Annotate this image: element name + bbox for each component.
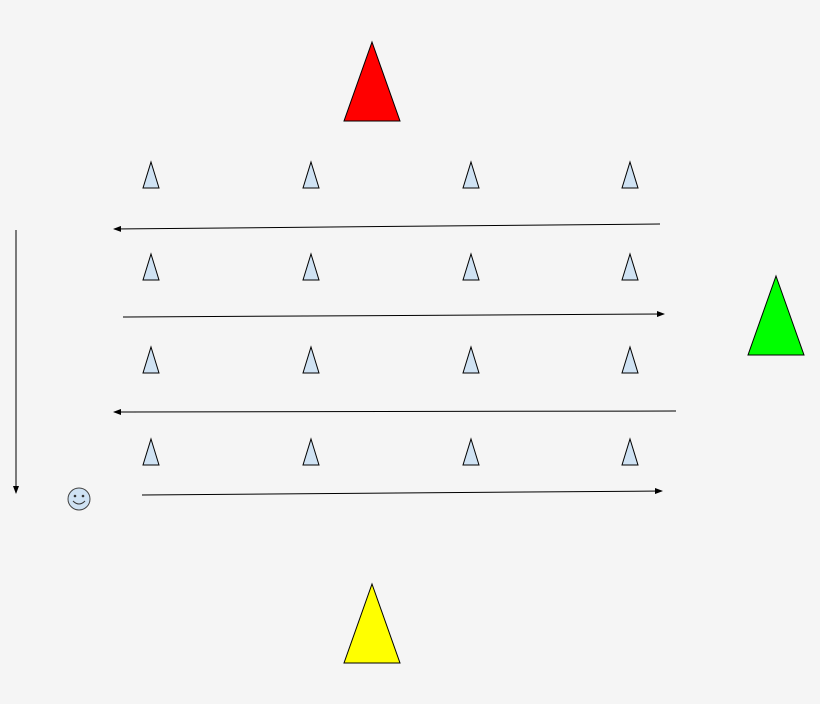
path-arrow-left [113, 223, 661, 232]
smiley-face-icon [67, 487, 91, 511]
green-triangle-marker [747, 274, 805, 356]
cone-icon [621, 437, 639, 466]
cone-icon [462, 437, 480, 466]
cone-icon [462, 252, 480, 281]
cone-icon [302, 252, 320, 281]
cone-icon [621, 160, 639, 189]
cone-icon [462, 160, 480, 189]
cone-icon [142, 437, 160, 466]
path-arrow-left [113, 408, 677, 415]
yellow-triangle-marker [343, 582, 401, 664]
cone-icon [302, 437, 320, 466]
path-arrow-right [141, 488, 663, 496]
cone-grid [142, 160, 639, 466]
cone-icon [302, 160, 320, 189]
cone-icon [302, 345, 320, 374]
cone-icon [621, 252, 639, 281]
red-triangle-marker [343, 40, 401, 122]
cone-icon [142, 160, 160, 189]
cone-icon [142, 345, 160, 374]
cone-icon [462, 345, 480, 374]
path-arrow-right [122, 311, 665, 318]
cone-icon [621, 345, 639, 374]
cone-icon [142, 252, 160, 281]
